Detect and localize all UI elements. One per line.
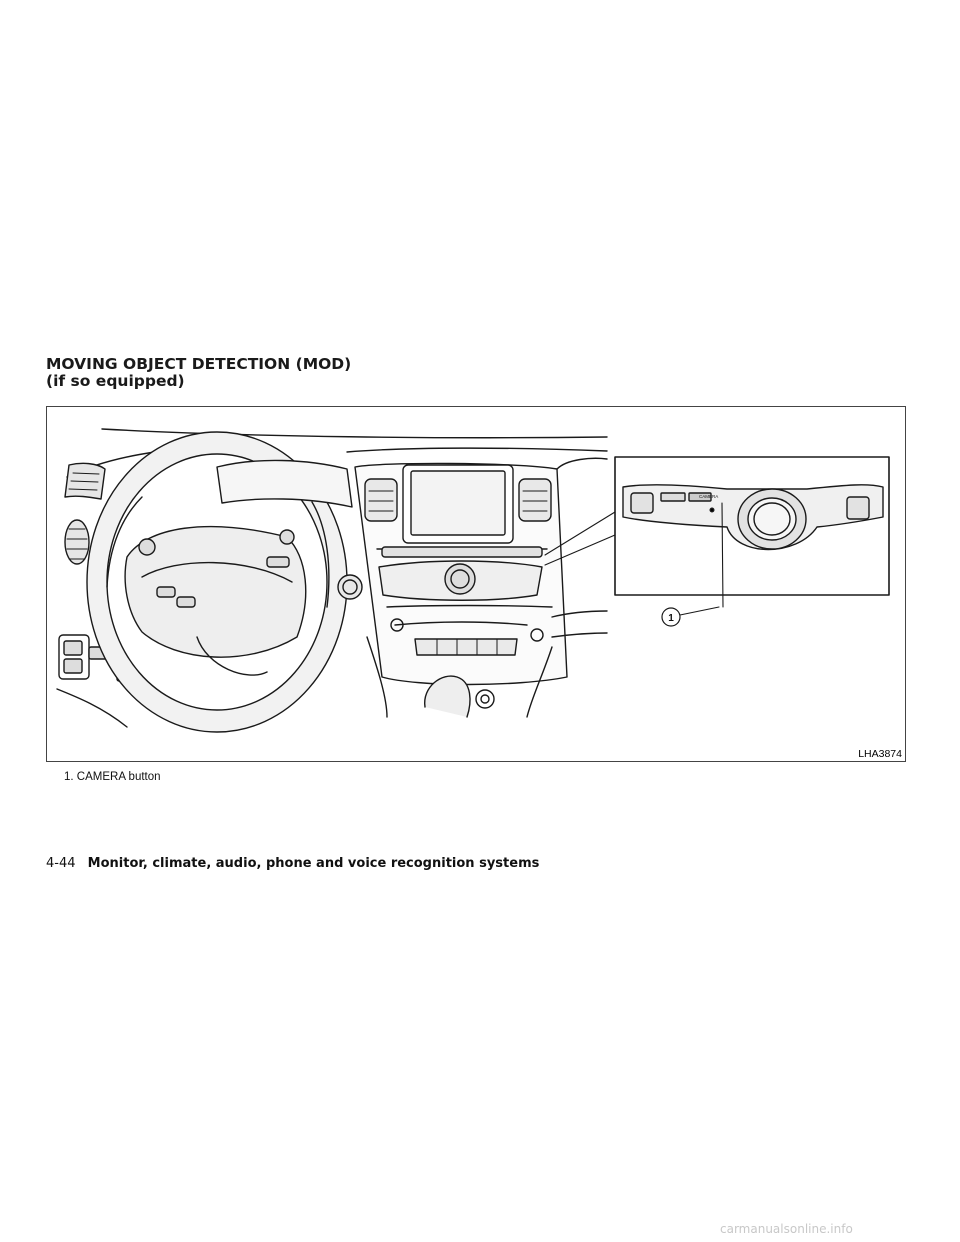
heading-line-2: (if so equipped) — [46, 372, 185, 390]
callout-1 — [661, 606, 720, 627]
dashboard-illustration: CAMERA 1 LHA3874 — [46, 406, 906, 762]
watermark: carmanualsonline.info — [720, 1222, 853, 1236]
center-console — [366, 636, 553, 718]
center-stack — [354, 462, 568, 686]
page-number: 4-44 — [46, 856, 76, 871]
push-button-ignition — [337, 574, 363, 600]
callout-number: 1 — [668, 613, 674, 624]
steering-wheel — [86, 431, 348, 733]
camera-button-label: CAMERA — [699, 494, 718, 499]
section-title: Monitor, climate, audio, phone and voice… — [87, 856, 540, 871]
camera-button-inset — [614, 456, 890, 608]
left-air-vent — [64, 462, 106, 565]
page-footer: 4-44 Monitor, climate, audio, phone and … — [46, 856, 539, 871]
figure-caption: 1. CAMERA button — [64, 771, 161, 783]
heading-line-1: MOVING OBJECT DETECTION (MOD) — [46, 355, 352, 373]
section-heading: MOVING OBJECT DETECTION (MOD) (if so equ… — [46, 356, 351, 390]
dashboard-drawing: CAMERA 1 — [56, 428, 890, 733]
figure-id: LHA3874 — [858, 748, 902, 760]
